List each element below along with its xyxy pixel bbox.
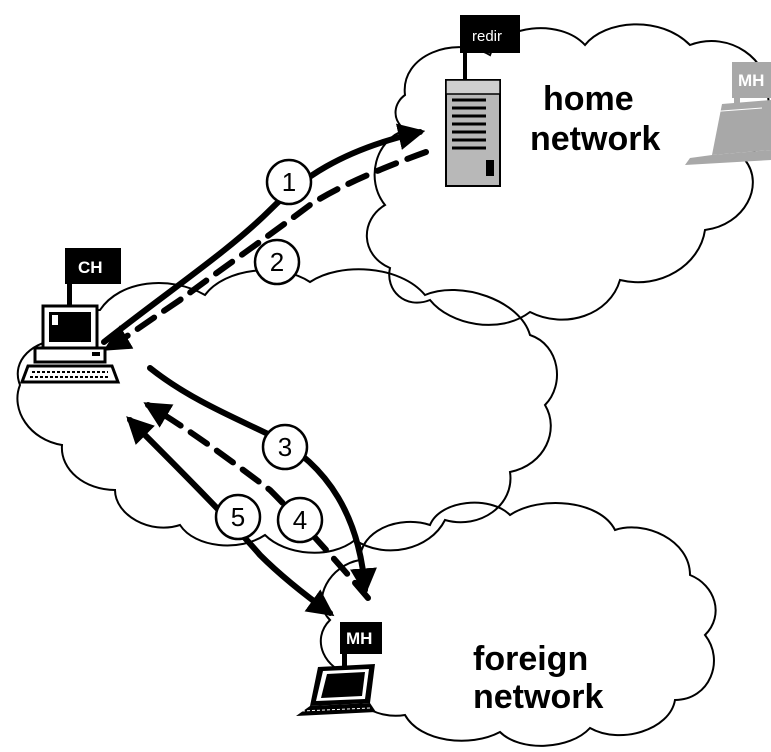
- ch-flag-pole: [67, 284, 72, 308]
- step-4-label: 4: [293, 505, 307, 535]
- mobile-host: MH: [296, 622, 382, 716]
- laptop-icon: [296, 664, 376, 716]
- redirector-flag-label: redir: [472, 28, 502, 45]
- correspondent-host: CH: [19, 248, 121, 384]
- redirector-server: redir: [445, 15, 520, 187]
- arrow-step-5: [126, 416, 335, 617]
- ch-flag: [65, 248, 121, 284]
- home-network-label-line2: network: [530, 120, 660, 158]
- mh-flag-label: MH: [346, 629, 372, 648]
- redirector-flag: [460, 15, 520, 53]
- redirector-flag-pole: [463, 53, 467, 81]
- step-marker-3: 3: [261, 423, 309, 471]
- middle-network-cloud: [16, 268, 558, 554]
- arrow-step-4: [143, 402, 371, 601]
- step-1-label: 1: [282, 167, 296, 197]
- mh-flag-pole: [342, 654, 347, 670]
- foreign-network-label-line2: network: [473, 678, 603, 716]
- arrow-step-1: [101, 123, 426, 345]
- step-marker-1: 1: [265, 158, 313, 206]
- home-network-cloud: [365, 23, 770, 326]
- mh-ghost-flag: [732, 62, 771, 98]
- step-2-label: 2: [270, 247, 284, 277]
- step-3-label: 3: [278, 432, 292, 462]
- step-5-label: 5: [231, 502, 245, 532]
- mh-ghost-flag-label: MH: [738, 71, 764, 90]
- laptop-ghost-icon: [685, 100, 771, 165]
- mobile-host-home-ghost: MH: [685, 62, 771, 165]
- foreign-network-label-line1: foreign: [473, 640, 588, 678]
- step-marker-2: 2: [253, 238, 301, 286]
- desktop-computer-icon: [19, 304, 121, 384]
- message-arrows: [101, 123, 429, 617]
- ch-flag-label: CH: [78, 258, 103, 277]
- home-network-label-line1: home: [543, 80, 634, 118]
- mh-flag: [340, 622, 382, 654]
- step-marker-4: 4: [276, 496, 324, 544]
- arrow-step-2: [103, 149, 429, 351]
- step-marker-5: 5: [214, 493, 262, 541]
- server-icon: [445, 79, 501, 187]
